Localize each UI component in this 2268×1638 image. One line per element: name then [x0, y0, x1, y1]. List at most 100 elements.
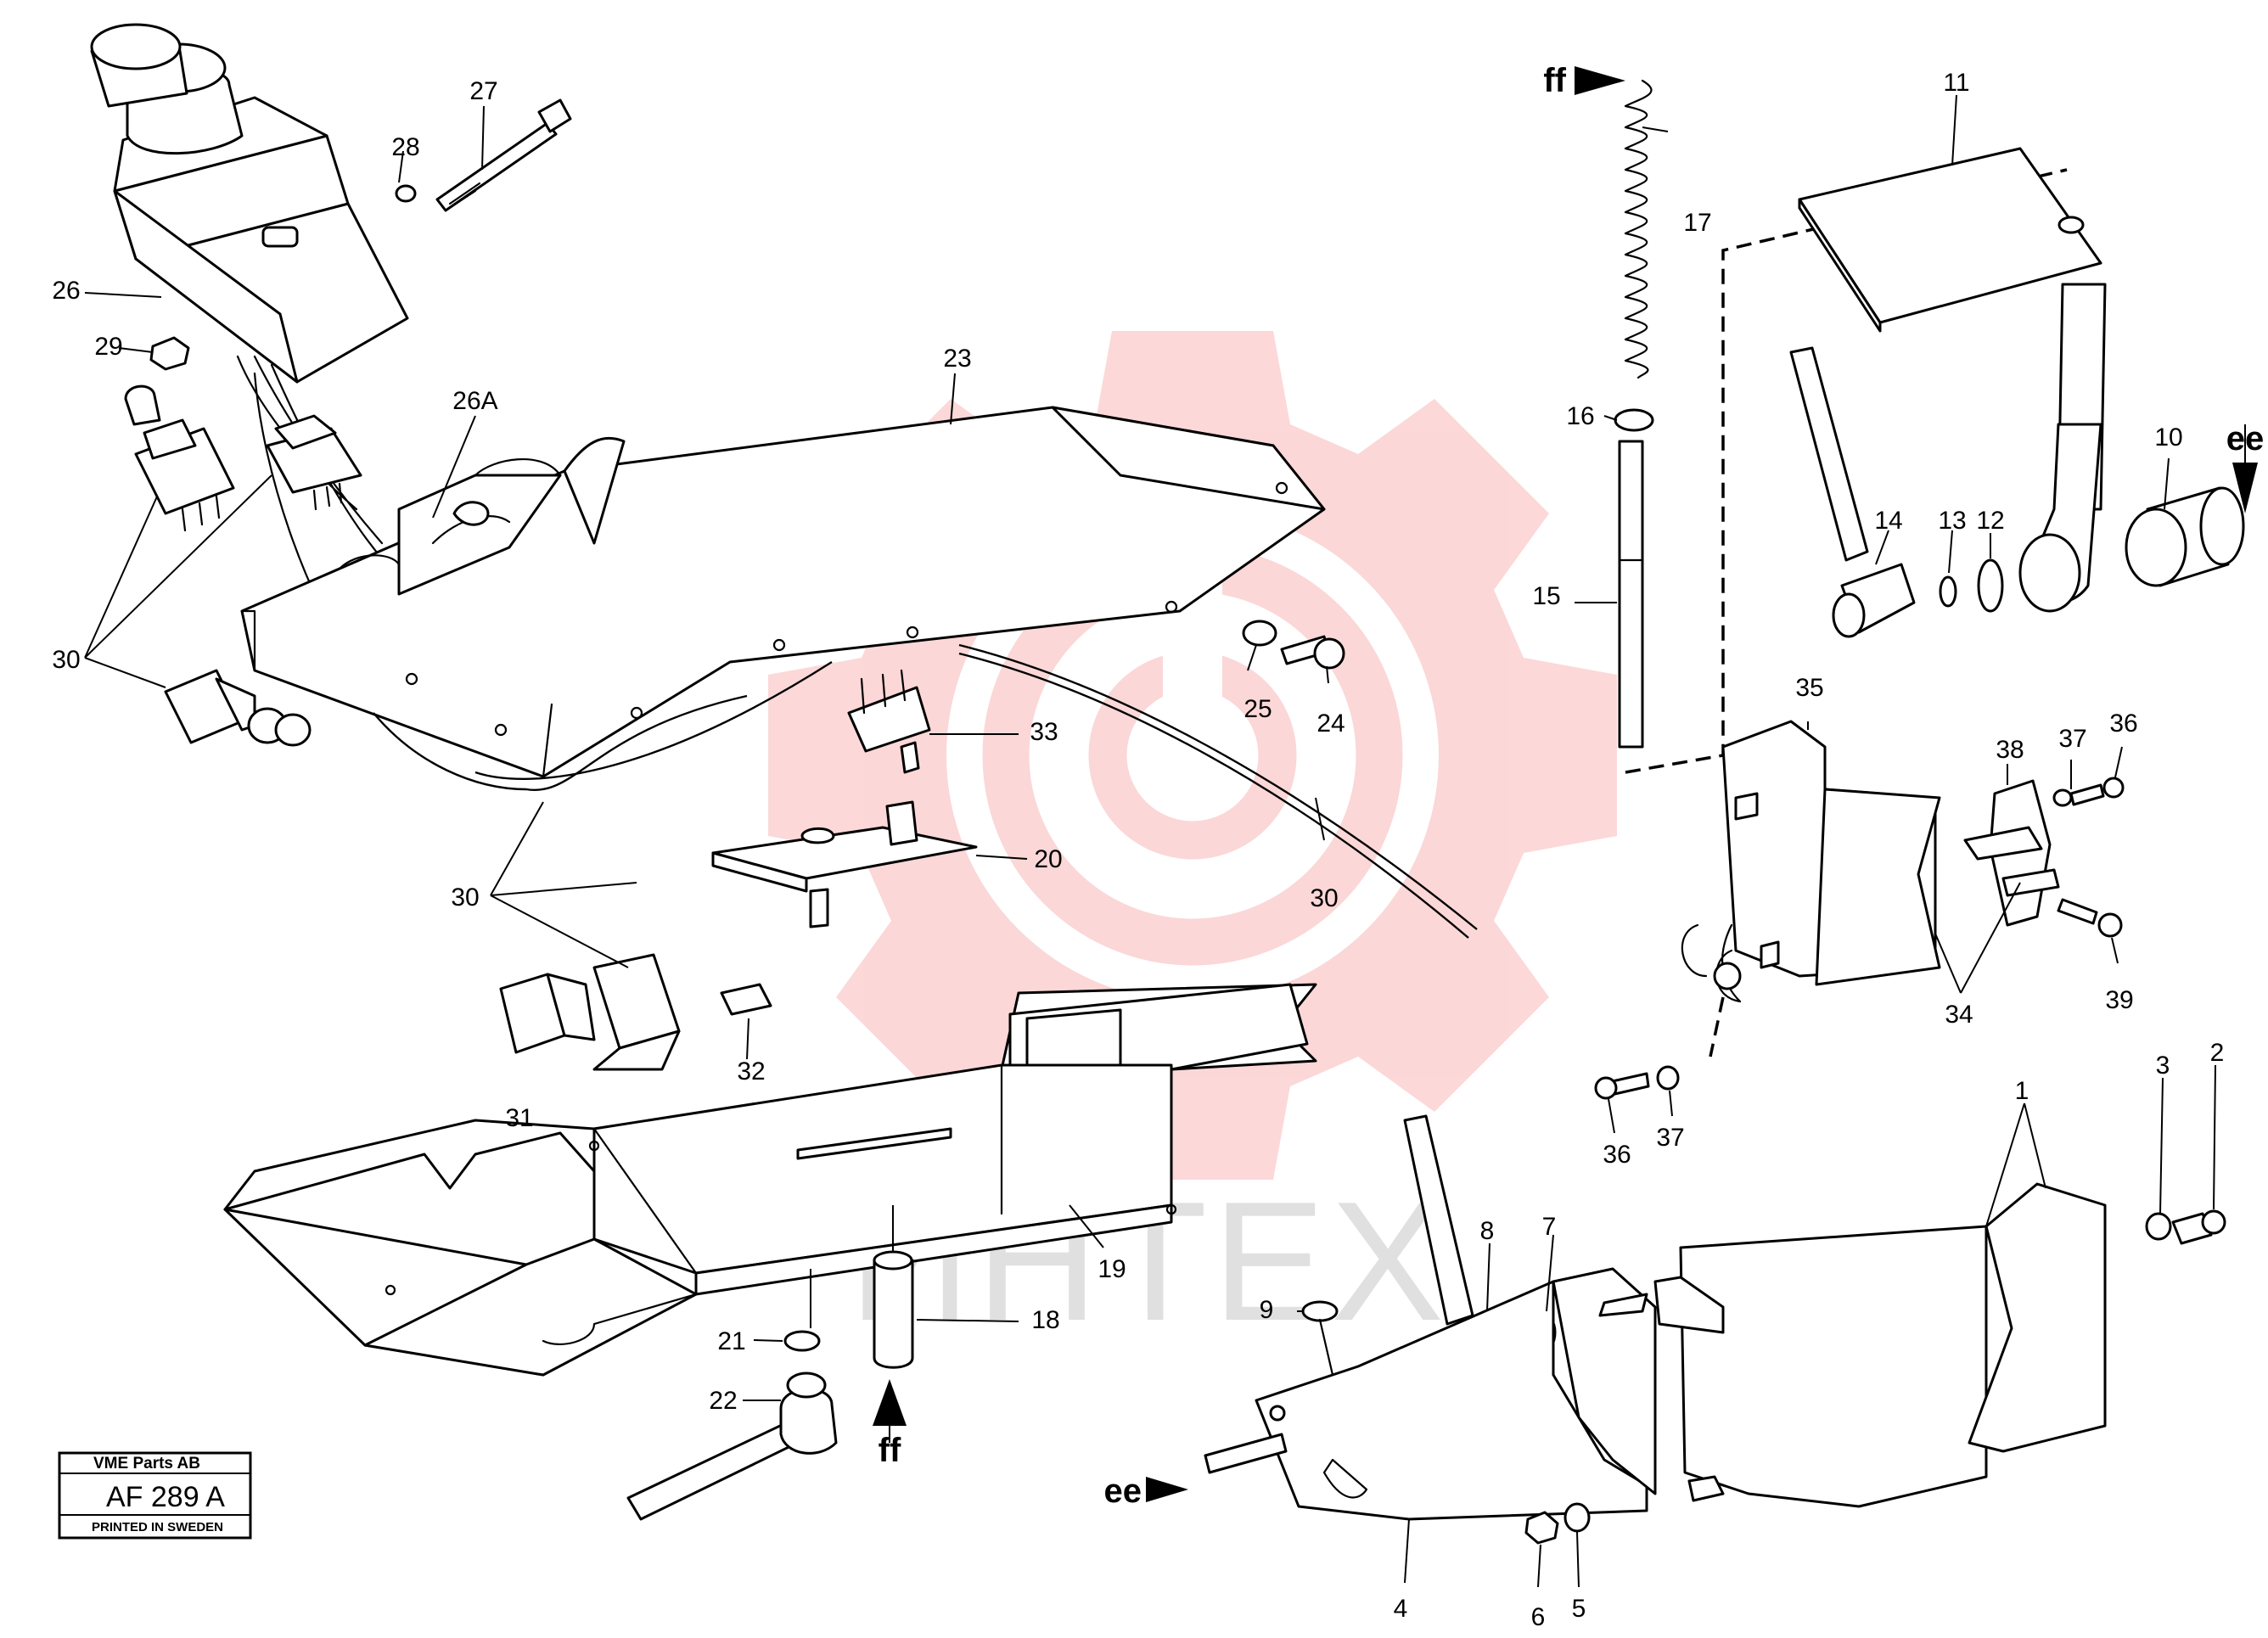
callout-13: 13: [1938, 507, 1966, 535]
callout-17: 17: [1683, 209, 1711, 237]
bracket-4: [1204, 1267, 1657, 1521]
lever-22: [626, 1372, 838, 1521]
lever-14: [1789, 346, 1916, 638]
ee-left-arrow: [1146, 1477, 1188, 1502]
screw-2: [2171, 1209, 2226, 1245]
callout-38: 38: [1996, 736, 2024, 764]
callout-39: 39: [2105, 986, 2133, 1014]
callout-30-right: 30: [1310, 884, 1338, 912]
washer-16: [1614, 408, 1654, 432]
dashed-link-34: [1709, 996, 1725, 1057]
callout-19: 19: [1098, 1255, 1126, 1283]
callout-31: 31: [505, 1104, 533, 1132]
callout-30-middle: 30: [451, 884, 479, 912]
pedal-plate-11: [1798, 147, 2107, 613]
plate-38: [1963, 779, 2060, 927]
callout-35: 35: [1795, 674, 1823, 702]
callout-21: 21: [717, 1327, 745, 1355]
screw-36-bottom: [1594, 1072, 1650, 1100]
vme-stamp: VME Parts AB AF 289 A PRINTED IN SWEDEN: [58, 1451, 252, 1540]
callout-4: 4: [1394, 1595, 1408, 1623]
bracket-34: [1681, 720, 1941, 1003]
frame-19: [223, 983, 1317, 1377]
callout-34: 34: [1945, 1001, 1973, 1029]
leader-lines: [84, 94, 2216, 1588]
callout-12: 12: [1976, 507, 2004, 535]
washer-21: [783, 1330, 821, 1352]
screw-39: [2057, 898, 2123, 938]
relay-holder: [592, 953, 681, 1071]
callout-5: 5: [1572, 1595, 1586, 1623]
ref-ff-bottom: ff: [879, 1432, 901, 1469]
joystick-unit: [90, 23, 409, 672]
callout-3: 3: [2156, 1052, 2170, 1080]
callout-29: 29: [94, 333, 122, 361]
stamp-footer: PRINTED IN SWEDEN: [92, 1520, 223, 1534]
rod-15: [1618, 440, 1644, 749]
callout-10: 10: [2154, 424, 2182, 452]
callout-37-bottom: 37: [1656, 1124, 1684, 1152]
callout-20: 20: [1034, 845, 1062, 873]
callout-9: 9: [1260, 1296, 1274, 1324]
relay-31: [499, 973, 596, 1054]
spacer-37-bottom: [1656, 1065, 1680, 1091]
washer-25: [1242, 620, 1277, 647]
callout-8: 8: [1480, 1217, 1495, 1245]
circlip-12: [1977, 558, 2004, 613]
callout-24: 24: [1316, 710, 1345, 738]
callout-33: 33: [1030, 718, 1058, 746]
ff-bottom-arrow: [873, 1379, 907, 1426]
callout-11: 11: [1943, 69, 1969, 97]
callout-labels: 1 2 3 4 5 6 7 8 9 10 11 12 13 14 15 16 1…: [52, 69, 2224, 1631]
relay-32: [720, 983, 772, 1016]
spacer-37-top: [2052, 788, 2073, 807]
collar-10: [2125, 486, 2245, 587]
spacer-18: [873, 1250, 914, 1369]
push-switch-30: [164, 669, 312, 747]
microswitch-33: [847, 669, 931, 774]
bracket-20: [711, 800, 978, 928]
callout-14: 14: [1874, 507, 1902, 535]
stamp-code: AF 289 A: [106, 1481, 225, 1513]
callout-2: 2: [2210, 1039, 2225, 1067]
nut-29: [149, 336, 190, 371]
callout-7: 7: [1542, 1213, 1557, 1241]
bolt-27: [435, 98, 572, 212]
rocker-switch: [266, 414, 362, 511]
washer-28: [395, 184, 417, 203]
callout-16: 16: [1566, 402, 1594, 430]
callout-23: 23: [943, 345, 971, 373]
ref-ee-left: ee: [1104, 1473, 1142, 1510]
callout-26A: 26A: [452, 387, 497, 415]
callout-30-left: 30: [52, 646, 80, 674]
callout-25: 25: [1243, 695, 1272, 723]
callout-26: 26: [52, 277, 80, 305]
callout-6: 6: [1531, 1603, 1546, 1631]
spring-17: [1624, 79, 1653, 379]
callout-18: 18: [1031, 1306, 1059, 1334]
callout-22: 22: [709, 1387, 737, 1415]
washer-13: [1939, 575, 1957, 608]
callout-28: 28: [391, 133, 419, 161]
screw-36-top: [2069, 777, 2125, 806]
callout-36-top: 36: [2109, 710, 2137, 738]
callout-36-bottom: 36: [1603, 1141, 1631, 1169]
callout-15: 15: [1532, 582, 1560, 610]
washer-3: [2145, 1212, 2172, 1241]
callout-27: 27: [469, 77, 497, 105]
ff-top-arrow: [1575, 66, 1625, 95]
ref-ee-right: ee: [2226, 420, 2265, 457]
toggle-switch-left: [124, 384, 235, 532]
console-housing-23: [240, 406, 1478, 939]
dashed-link-rod: [1625, 168, 2068, 774]
callout-37-top: 37: [2058, 725, 2086, 753]
screw-24: [1280, 635, 1345, 670]
washer-5: [1563, 1502, 1591, 1533]
nut-6: [1524, 1511, 1559, 1545]
ee-right-arrow: [2232, 463, 2258, 513]
ref-ff-top: ff: [1543, 62, 1566, 99]
callout-1: 1: [2015, 1077, 2029, 1105]
stamp-header: VME Parts AB: [93, 1455, 200, 1473]
callout-32: 32: [737, 1057, 765, 1085]
